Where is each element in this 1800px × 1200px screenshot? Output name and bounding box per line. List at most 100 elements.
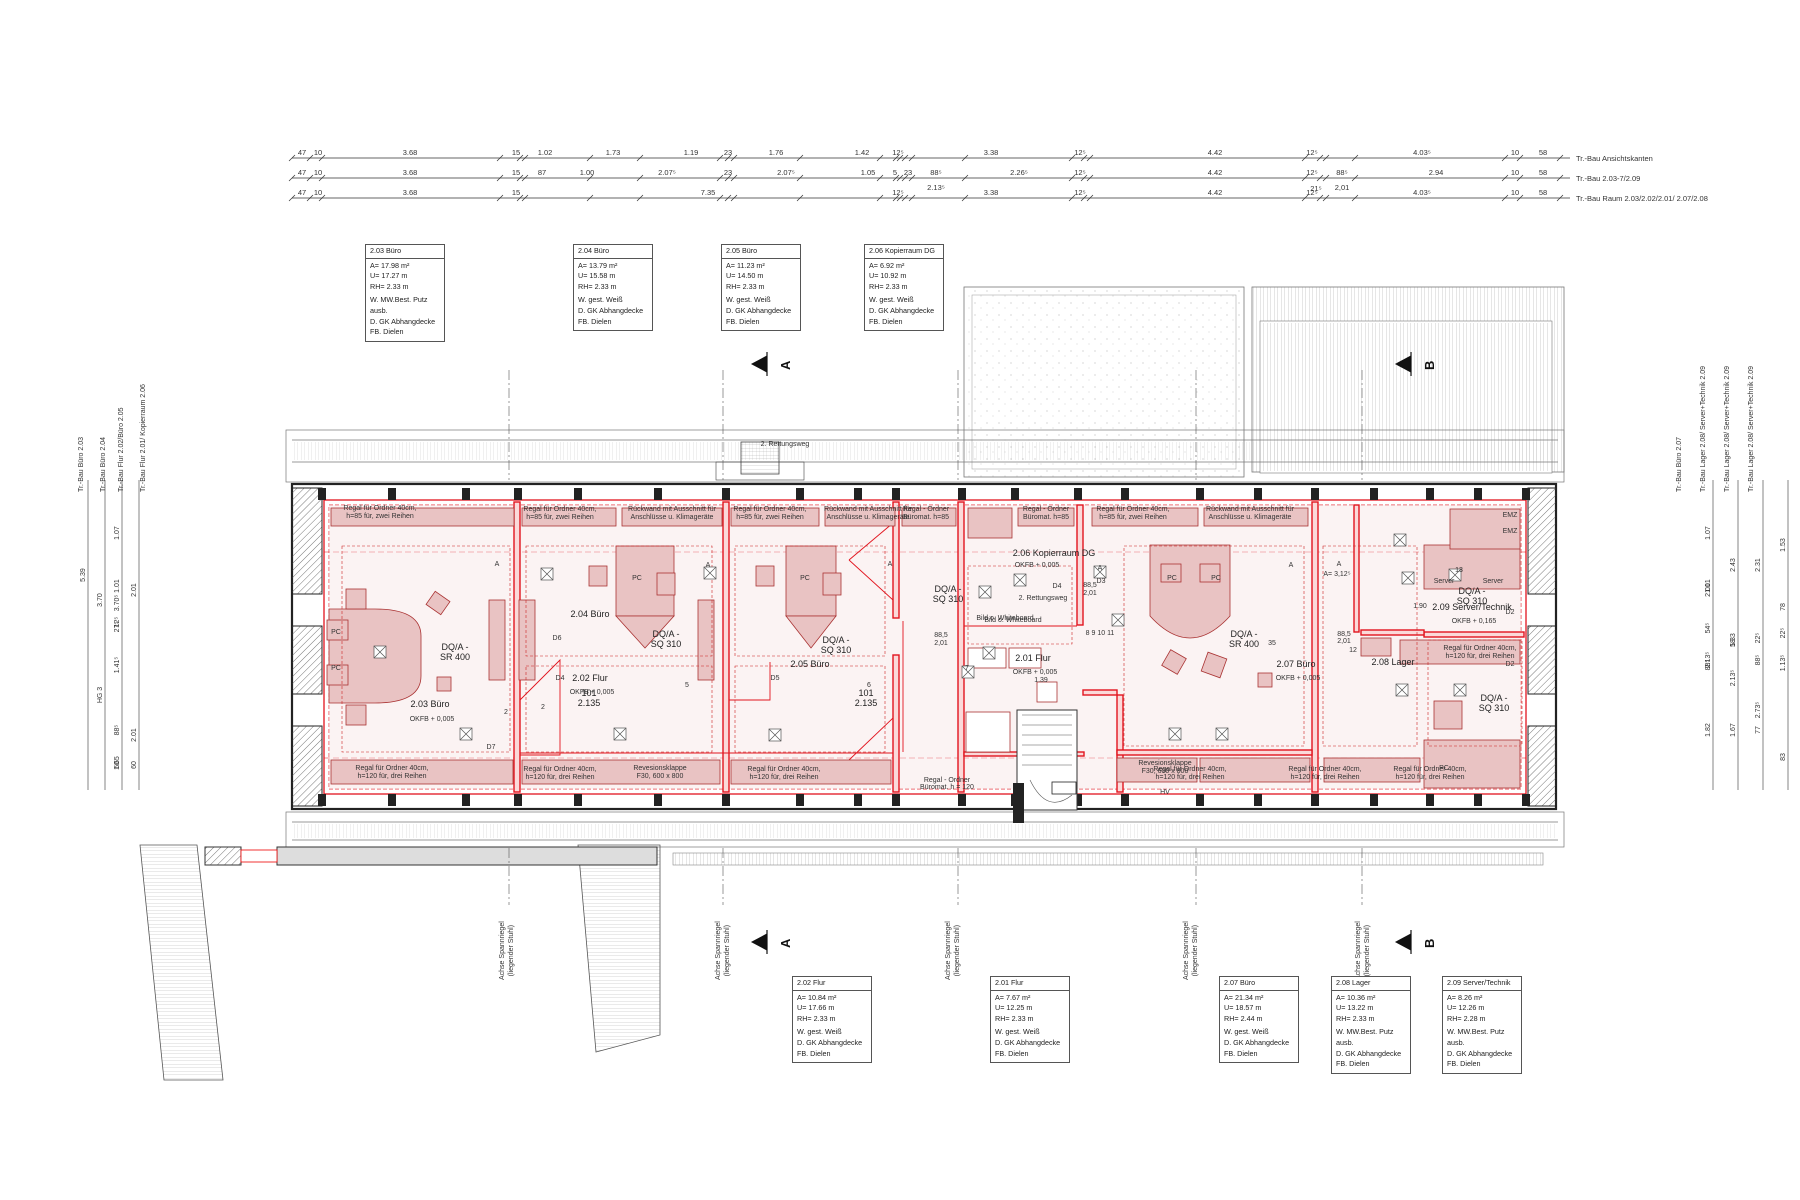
furniture-note: F30, 600 x 800 bbox=[1142, 768, 1189, 775]
room-name: 2.03 Büro bbox=[410, 699, 449, 709]
dimension-tick bbox=[516, 194, 524, 202]
dimension-value: 7.35 bbox=[701, 188, 716, 197]
plan-note: 2,01 bbox=[1337, 638, 1351, 645]
side-trbau-label: Tr.-Bau Büro 2.07 bbox=[1676, 437, 1683, 492]
room-info-title: 2.07 Büro bbox=[1220, 977, 1298, 991]
dimension-tick bbox=[306, 194, 314, 202]
furniture bbox=[326, 507, 1521, 789]
dimension-tick bbox=[892, 174, 900, 182]
rafter-post bbox=[514, 488, 522, 500]
plan-note: D2 bbox=[1506, 661, 1515, 668]
gable-walls bbox=[291, 487, 1557, 807]
dimension-tick bbox=[876, 174, 884, 182]
dimension-value: 1.19 bbox=[684, 148, 699, 157]
dimension-tick bbox=[1316, 154, 1324, 162]
side-dimension-value: 1.01 bbox=[114, 579, 121, 593]
dimension-tick bbox=[636, 194, 644, 202]
plan-note: 2. Rettungsweg bbox=[761, 441, 810, 448]
dimension-tick bbox=[636, 174, 644, 182]
furniture-note: Regal für Ordner 40cm, bbox=[355, 765, 428, 772]
equipment-label: Server bbox=[1434, 578, 1455, 585]
room-info-ceiling: D. GK Abhangdecke bbox=[578, 305, 644, 315]
room-info-area: A= 8.26 m² bbox=[1447, 992, 1483, 1002]
rafter-post bbox=[1011, 488, 1019, 500]
dimension-tick bbox=[586, 154, 594, 162]
equipment-label: PC bbox=[1439, 765, 1449, 772]
dimension-tick bbox=[288, 194, 296, 202]
rafter-post bbox=[1074, 794, 1082, 806]
side-dimension-value: 88⁵ bbox=[1755, 655, 1762, 666]
furniture-note: h=120 für, drei Reihen bbox=[749, 774, 818, 781]
side-dimension-value: 2.01 bbox=[131, 728, 138, 742]
ceiling-light-cross bbox=[1401, 571, 1415, 585]
rafter-post bbox=[892, 794, 900, 806]
rafter-post bbox=[1254, 488, 1262, 500]
equipment-label: PC bbox=[800, 575, 810, 582]
dimension-value: 2.07⁵ bbox=[777, 168, 795, 177]
room-tint bbox=[329, 505, 1521, 789]
ceiling-type-label: DQ/A - bbox=[1480, 693, 1507, 703]
dimension-tick bbox=[896, 154, 904, 162]
dimension-value: 4.42 bbox=[1208, 148, 1223, 157]
dimension-tick bbox=[1080, 194, 1088, 202]
dimension-chain-label: Tr.-Bau Raum 2.03/2.02/2.01/ 2.07/2.08 bbox=[1576, 194, 1708, 203]
dimension-value: 12⁵ bbox=[1306, 148, 1317, 157]
room-floor-level: OKFB + 0,005 bbox=[570, 689, 615, 696]
room-info-area: A= 7.67 m² bbox=[995, 992, 1031, 1002]
plan-note: 7 bbox=[965, 665, 969, 672]
dimension-tick bbox=[1516, 194, 1524, 202]
furniture-note: Regal für Ordner 40cm, bbox=[733, 506, 806, 513]
equipment-label: PC bbox=[331, 629, 341, 636]
side-trbau-label: Tr.-Bau Lager 2.08/ Server+Technik 2.09 bbox=[1700, 365, 1707, 492]
rafter-post bbox=[1074, 488, 1082, 500]
room-info-floor: FB. Dielen bbox=[370, 327, 404, 337]
ceiling-type-label: SQ 310 bbox=[651, 639, 682, 649]
dimension-value: 10 bbox=[1511, 168, 1519, 177]
equipment-label: PC bbox=[632, 575, 642, 582]
rafter-post bbox=[1121, 794, 1129, 806]
side-trbau-label: Tr.-Bau Büro 2.03 bbox=[78, 437, 85, 492]
rafter-post bbox=[1370, 794, 1378, 806]
room-info-ceiling: D. GK Abhangdecke bbox=[995, 1037, 1061, 1047]
room-info-wall: W. MW.Best. Putz ausb. bbox=[1336, 1027, 1394, 1047]
room-info-ceiling: D. GK Abhangdecke bbox=[797, 1037, 863, 1047]
room-info-floor: FB. Dielen bbox=[869, 316, 903, 326]
room-info-height: RH= 2.44 m bbox=[1224, 1013, 1263, 1023]
plan-note: A bbox=[706, 562, 711, 569]
dimension-tick bbox=[1086, 194, 1094, 202]
side-dimension-value: 2.31 bbox=[1755, 558, 1762, 572]
furniture-note: Regal für Ordner 40cm, bbox=[523, 506, 596, 513]
room-info-perim: U= 14.50 m bbox=[726, 271, 764, 281]
ceiling-type-label: SR 400 bbox=[1229, 639, 1259, 649]
plan-note: A bbox=[1289, 562, 1294, 569]
furniture-note: Regal für Ordner 40cm, bbox=[747, 766, 820, 773]
furniture-note: F30, 600 x 800 bbox=[637, 773, 684, 780]
dimension-value: 3.68 bbox=[403, 148, 418, 157]
dimension-value: 15 bbox=[512, 148, 520, 157]
ceiling-grid bbox=[341, 545, 1523, 753]
furniture-note: Regal für Ordner 40cm, bbox=[1096, 506, 1169, 513]
room-info-ceiling: D. GK Abhangdecke bbox=[726, 305, 792, 315]
plan-note: 88,5 bbox=[934, 632, 948, 639]
dimension-tick bbox=[901, 154, 909, 162]
side-dimension-value: 3.70 bbox=[97, 593, 104, 607]
room-info-ceiling: D. GK Abhangdecke bbox=[1336, 1048, 1402, 1058]
dimension-tick bbox=[1556, 154, 1564, 162]
room-info-perim: U= 17.66 m bbox=[797, 1003, 835, 1013]
rafter-post bbox=[854, 794, 862, 806]
plan-note: 88,5 bbox=[1083, 582, 1097, 589]
side-dimension-value: 12⁵ bbox=[114, 617, 121, 628]
dimension-value: 15 bbox=[512, 188, 520, 197]
dimension-tick bbox=[1068, 194, 1076, 202]
side-dimension-value: 60 bbox=[131, 761, 138, 769]
room-info-floor: FB. Dielen bbox=[726, 316, 760, 326]
plan-note: 35 bbox=[1268, 640, 1276, 647]
room-info-wall: W. gest. Weiß bbox=[578, 295, 623, 305]
dimension-value: 12⁵ bbox=[1306, 168, 1317, 177]
dimension-tick bbox=[318, 154, 326, 162]
ceiling-type-label: DQ/A - bbox=[652, 629, 679, 639]
room-info-perim: U= 13.22 m bbox=[1336, 1003, 1374, 1013]
room-info-title: 2.09 Server/Technik bbox=[1443, 977, 1521, 991]
